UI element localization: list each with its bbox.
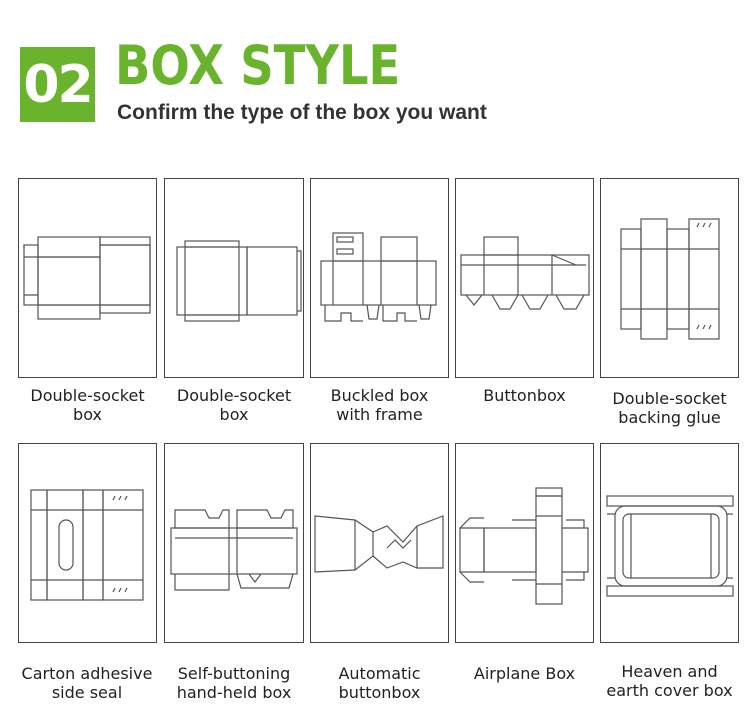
box-label: Heaven and earth cover box	[606, 662, 733, 700]
self-buttoning-hand-held-box-icon	[170, 509, 298, 591]
buttonbox-icon	[460, 236, 590, 310]
automatic-buttonbox-icon	[314, 515, 444, 573]
double-socket-backing-glue-icon	[620, 218, 720, 340]
box-label: Airplane Box	[473, 664, 576, 683]
box-card-double-socket-2[interactable]	[164, 178, 304, 378]
heaven-earth-cover-box-icon	[606, 495, 734, 597]
box-card-carton-adhesive-side-seal[interactable]	[18, 443, 157, 643]
box-card-buttonbox[interactable]	[455, 178, 594, 378]
box-card-double-socket-1[interactable]	[18, 178, 157, 378]
box-card-double-socket-backing-glue[interactable]	[600, 178, 739, 378]
box-card-airplane-box[interactable]	[455, 443, 594, 643]
box-label: Self-buttoning hand-held box	[176, 664, 292, 702]
box-card-heaven-earth-cover[interactable]	[600, 443, 739, 643]
buckled-box-frame-icon	[320, 232, 437, 322]
box-card-self-buttoning-hand-held[interactable]	[164, 443, 304, 643]
carton-adhesive-side-seal-icon	[30, 489, 144, 601]
double-socket-box-icon	[176, 240, 302, 322]
box-card-automatic-buttonbox[interactable]	[310, 443, 449, 643]
box-label: Double-socket box	[30, 386, 145, 424]
section-number-badge: 02	[20, 47, 95, 122]
airplane-box-icon	[459, 487, 589, 605]
box-label: Double-socket box	[176, 386, 292, 424]
box-card-buckled-box-frame[interactable]	[310, 178, 449, 378]
box-label: Buttonbox	[483, 386, 566, 405]
box-label: Carton adhesive side seal	[21, 664, 153, 702]
double-socket-box-icon	[23, 236, 151, 320]
box-label: Double-socket backing glue	[612, 389, 727, 427]
box-label: Buckled box with frame	[330, 386, 429, 424]
page-title: BOX STYLE	[115, 34, 401, 97]
box-label: Automatic buttonbox	[338, 664, 421, 702]
page-subtitle: Confirm the type of the box you want	[117, 101, 487, 124]
